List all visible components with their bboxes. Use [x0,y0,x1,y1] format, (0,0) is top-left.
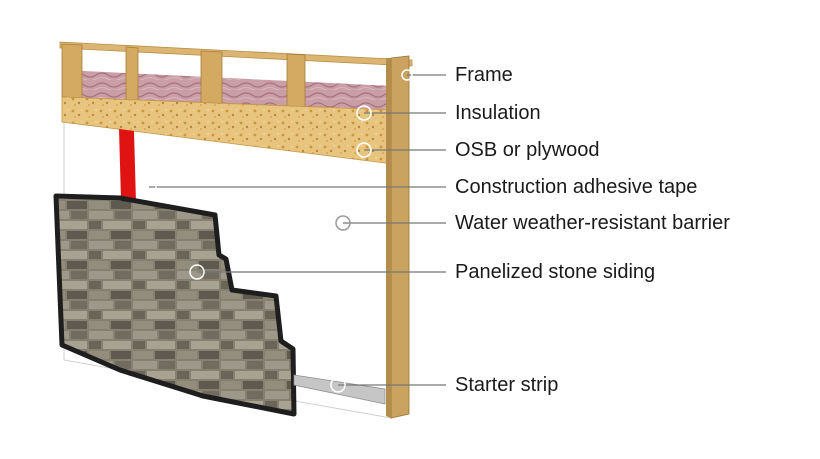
label-insulation: Insulation [455,102,541,124]
marker-osb [356,142,372,158]
stone-siding-panel [53,193,297,417]
label-starter-strip: Starter strip [455,374,559,396]
frame-top-plate [59,41,413,67]
label-osb: OSB or plywood [455,139,600,161]
label-frame: Frame [455,64,513,86]
frame-end-stud [390,55,410,419]
label-wrb: Water weather-resistant barrier [455,212,730,234]
marker-insulation [356,105,372,121]
label-adhesive-tape: Construction adhesive tape [455,176,698,198]
leader-lines [149,74,446,386]
marker-wrb [335,215,351,231]
marker-circles [141,69,413,393]
adhesive-tape-strip [119,129,136,203]
label-stone-siding: Panelized stone siding [455,261,656,283]
marker-starter [330,377,346,393]
starter-strip [293,374,386,405]
marker-adhesive [141,179,157,195]
marker-frame [401,69,413,81]
marker-stone [189,264,205,280]
